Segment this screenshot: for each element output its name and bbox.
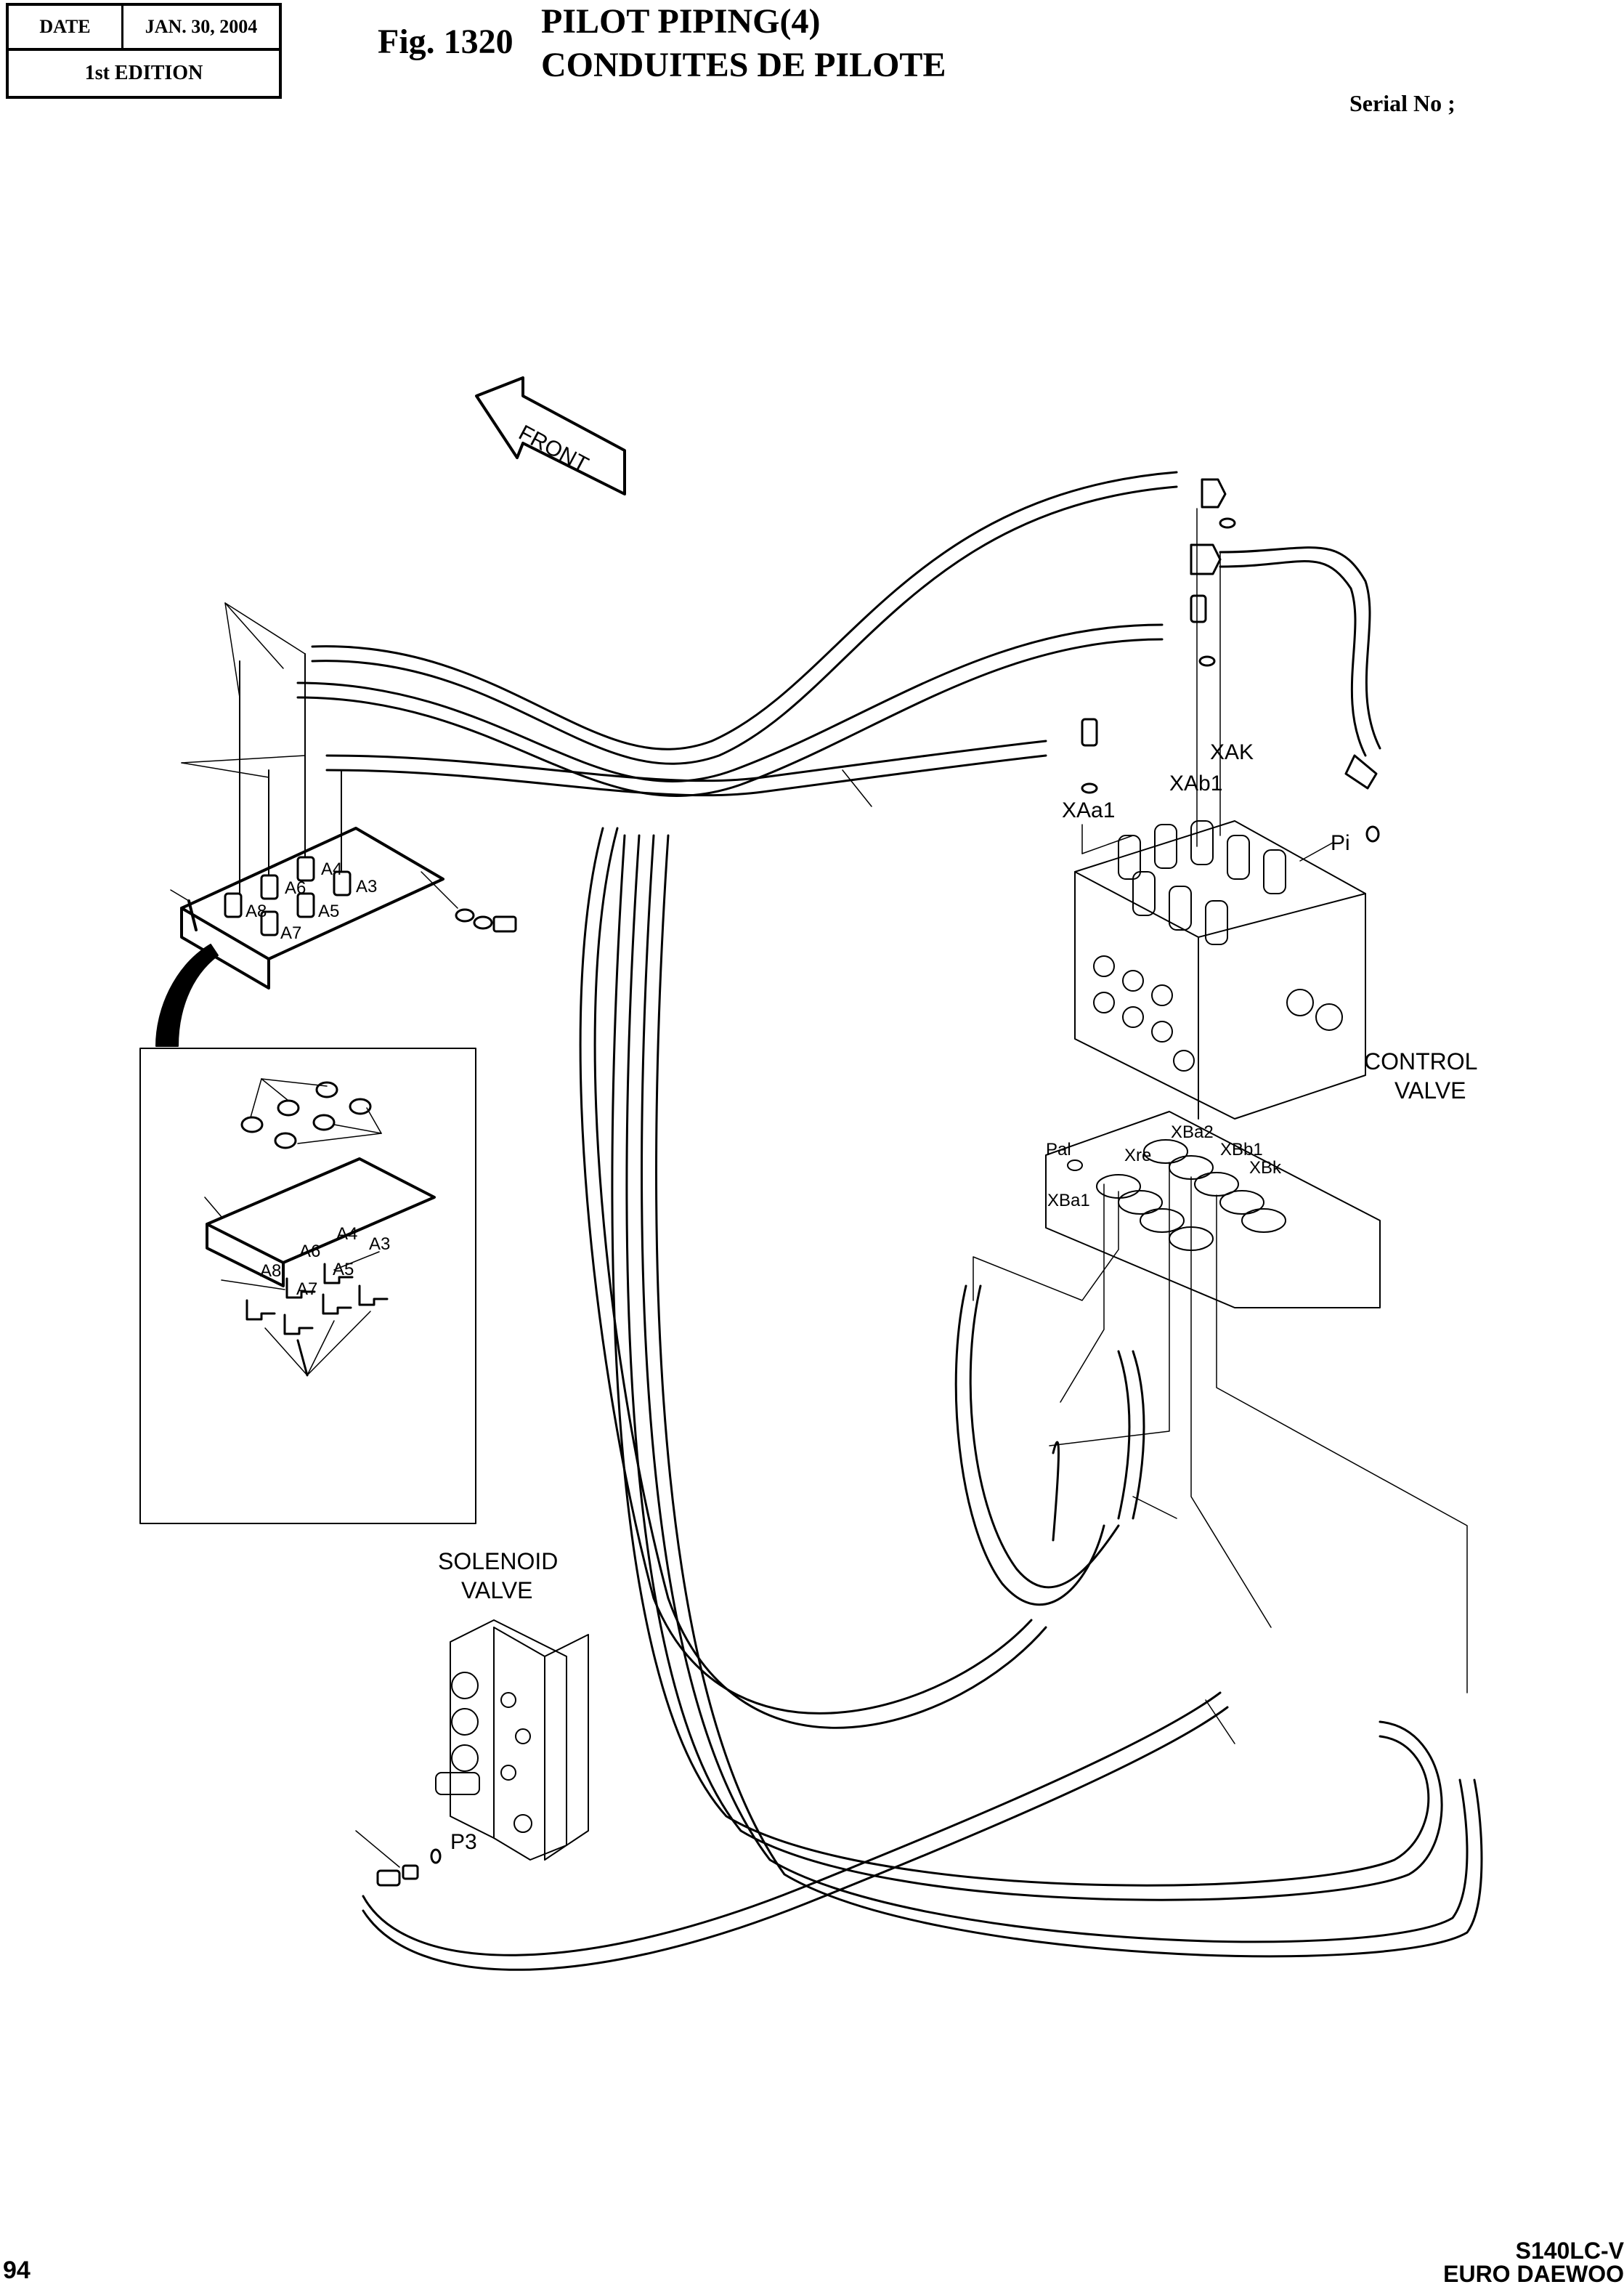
solenoid-hose: [362, 1691, 1229, 1971]
port-label-xak: XAK: [1210, 740, 1254, 764]
solenoid-valve-label-line2: VALVE: [461, 1577, 532, 1603]
diagram-labels: XAK XAb1 XAa1 Pi Pal XBa2 Xre XBb1 XBk X…: [245, 740, 1477, 1854]
bracket-port-a8: A8: [245, 902, 267, 921]
front-arrow-icon: [475, 376, 626, 495]
revision-box: DATE JAN. 30, 2004 1st EDITION: [6, 3, 282, 99]
bracket-port-a5: A5: [318, 902, 339, 921]
solenoid-valve-label-line1: SOLENOID: [438, 1548, 558, 1574]
model-name: S140LC-V: [1515, 2238, 1624, 2264]
pilot-bracket: [180, 827, 444, 989]
detail-inset-frame: [139, 1048, 476, 1524]
port-label-xbk: XBk: [1249, 1158, 1282, 1178]
detail-nuts: [240, 1078, 382, 1149]
date-value: JAN. 30, 2004: [145, 16, 258, 37]
port-label-p3: P3: [450, 1830, 477, 1854]
port-label-xbb1: XBb1: [1220, 1140, 1263, 1159]
bracket-port-a7: A7: [280, 923, 301, 943]
detail-pointer-icon: [155, 944, 219, 1047]
detail-port-a6: A6: [299, 1242, 320, 1261]
figure-title-english: PILOT PIPING(4): [541, 2, 821, 41]
date-label: DATE: [9, 6, 123, 48]
figure-number: Fig. 1320: [378, 23, 513, 61]
solenoid-valve: [435, 1619, 589, 1861]
detail-port-a8: A8: [260, 1261, 281, 1281]
edition-label: 1st EDITION: [84, 62, 203, 84]
control-valve-hoses: [954, 546, 1381, 1606]
bracket-port-a6: A6: [285, 878, 306, 898]
port-leader-lines: [1081, 508, 1333, 862]
leader-lines: [170, 602, 1235, 1868]
bracket-port-a4: A4: [321, 859, 342, 879]
brand-name: EURO DAEWOO: [1443, 2261, 1624, 2287]
port-label-pal: Pal: [1046, 1140, 1071, 1159]
port-label-xaa1: XAa1: [1062, 798, 1115, 822]
detail-bracket: [204, 1157, 436, 1287]
hose-bundle-lower: [579, 827, 1483, 1958]
bracket-bolt: [421, 871, 517, 933]
control-valve-label-line1: CONTROL: [1364, 1048, 1477, 1074]
page-number: 94: [3, 2256, 31, 2284]
port-label-pi: Pi: [1331, 831, 1350, 855]
detail-elbows: [221, 1251, 389, 1377]
port-label-xba1: XBa1: [1047, 1191, 1090, 1210]
port-plate-leaders: [973, 1162, 1468, 1693]
detail-port-a4: A4: [336, 1224, 357, 1244]
detail-port-a5: A5: [333, 1260, 354, 1279]
port-label-xre: Xre: [1124, 1146, 1151, 1165]
port-label-xab1: XAb1: [1169, 772, 1222, 796]
serial-number-label: Serial No ;: [1349, 90, 1455, 116]
detail-port-a7: A7: [296, 1279, 317, 1299]
solenoid-fitting: [376, 1848, 442, 1887]
revision-date-row: DATE JAN. 30, 2004: [9, 6, 279, 51]
control-valve: [1074, 820, 1366, 1120]
port-label-xba2: XBa2: [1171, 1122, 1214, 1142]
control-valve-label-line2: VALVE: [1394, 1077, 1466, 1104]
bracket-port-a3: A3: [356, 877, 377, 896]
hose-bundle-upper: [296, 471, 1178, 797]
control-valve-fittings: [1081, 478, 1380, 843]
detail-port-a3: A3: [369, 1234, 390, 1254]
model-block: S140LC-V EURO DAEWOO: [1443, 2239, 1624, 2286]
figure-title-french: CONDUITES DE PILOTE: [541, 46, 946, 84]
